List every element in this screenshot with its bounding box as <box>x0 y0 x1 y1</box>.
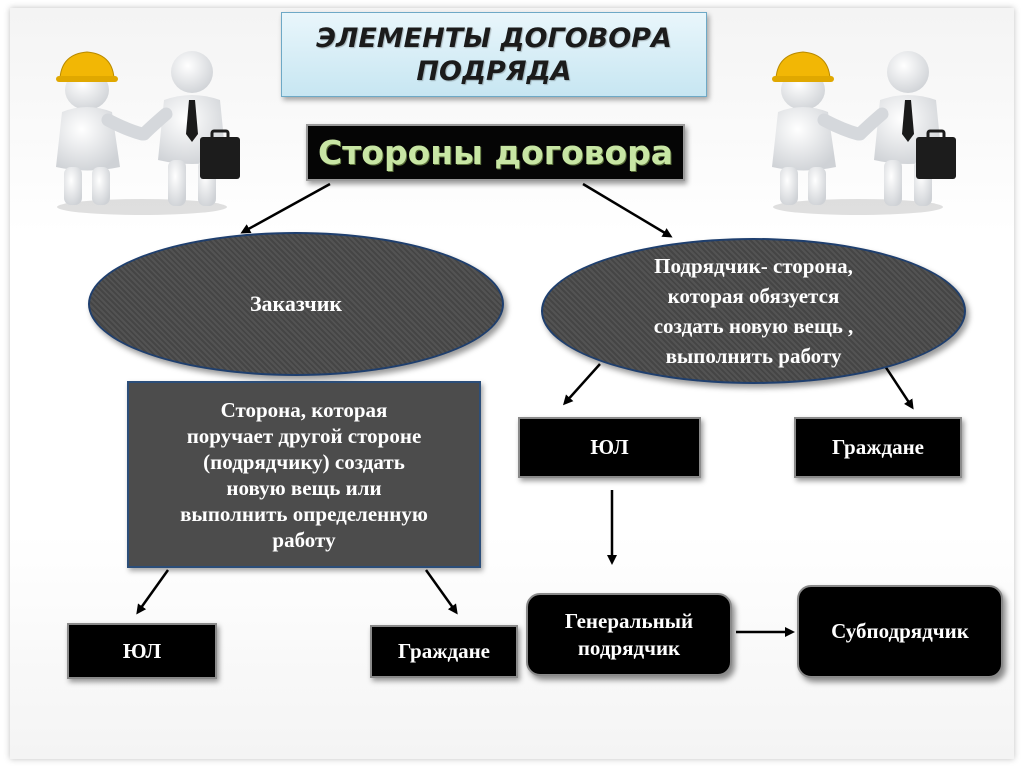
contractor-legal-entity-box: ЮЛ <box>518 417 701 478</box>
arrow-contractor-to-legal-entity <box>562 363 601 406</box>
contractor-definition: Подрядчик- сторона, которая обязуется со… <box>653 254 854 368</box>
general-contractor-label: Генеральный подрядчик <box>564 608 694 660</box>
customer-label: Заказчик <box>249 291 343 316</box>
customer-definition-box: Сторона, которая поручает другой стороне… <box>127 381 481 568</box>
subcontractor-label: Субподрядчик <box>831 619 969 643</box>
title-box: ЭЛЕМЕНТЫ ДОГОВОРА ПОДРЯДА <box>281 12 707 97</box>
page-title: ЭЛЕМЕНТЫ ДОГОВОРА ПОДРЯДА <box>316 22 672 87</box>
customer-citizens-box: Граждане <box>370 625 518 678</box>
arrow-customer-to-legal-entity <box>136 569 170 615</box>
arrow-sides-to-customer <box>240 182 331 234</box>
arrow-sides-to-contractor <box>582 182 673 238</box>
arrow-contractor-to-citizens <box>883 365 914 410</box>
handshake-figures-icon <box>56 51 240 215</box>
contract-sides-label: Стороны договора <box>317 133 674 172</box>
general-contractor-box: Генеральный подрядчик <box>526 593 732 676</box>
contractor-legal-entity-label: ЮЛ <box>590 435 629 459</box>
contractor-citizens-label: Граждане <box>832 435 924 459</box>
customer-legal-entity-box: ЮЛ <box>67 623 217 679</box>
contract-sides-header: Стороны договора <box>306 124 685 181</box>
customer-citizens-label: Граждане <box>398 639 490 663</box>
customer-definition: Сторона, которая поручает другой стороне… <box>180 397 428 552</box>
customer-ellipse: Заказчик <box>88 232 504 376</box>
customer-legal-entity-label: ЮЛ <box>122 638 162 663</box>
contractor-citizens-box: Граждане <box>794 417 962 478</box>
contractor-ellipse: Подрядчик- сторона, которая обязуется со… <box>541 238 966 384</box>
arrow-customer-to-citizens <box>424 569 458 615</box>
handshake-figures-icon <box>772 51 956 215</box>
subcontractor-box: Субподрядчик <box>797 585 1003 678</box>
